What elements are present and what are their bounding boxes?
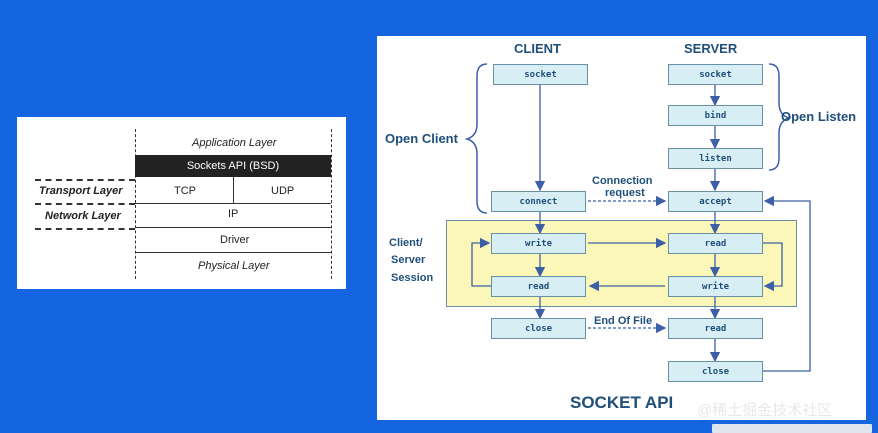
client-write-node: write bbox=[491, 233, 586, 254]
socket-api-title: SOCKET API bbox=[570, 393, 674, 412]
server-socket-node: socket bbox=[668, 64, 763, 85]
ip-label: IP bbox=[228, 208, 239, 220]
network-dash-top bbox=[35, 203, 135, 205]
server-read-node: read bbox=[668, 233, 763, 254]
loop-client bbox=[471, 237, 491, 287]
sockets-api-label: Sockets API (BSD) bbox=[186, 160, 280, 172]
application-layer-label: Application Layer bbox=[192, 137, 277, 149]
transport-network-line bbox=[135, 203, 331, 204]
client-connect-node: connect bbox=[491, 191, 586, 212]
watermark: @稀土掘金技术社区 bbox=[697, 402, 833, 419]
network-driver-line bbox=[135, 227, 331, 228]
open-client-label: Open Client bbox=[385, 131, 458, 146]
server-bind-node: bind bbox=[668, 105, 763, 126]
client-read-node: read bbox=[491, 276, 586, 297]
transport-dash-top bbox=[35, 179, 135, 181]
udp-label: UDP bbox=[271, 185, 295, 197]
server-read2-node: read bbox=[668, 318, 763, 339]
transport-layer-label: Transport Layer bbox=[39, 185, 123, 197]
network-layer-label: Network Layer bbox=[45, 210, 121, 222]
server-listen-node: listen bbox=[668, 148, 763, 169]
session-label-line1: Client/ bbox=[389, 237, 423, 249]
network-dash-bottom bbox=[35, 228, 135, 230]
open-listen-label: Open Listen bbox=[781, 109, 857, 124]
connection-request-line1: Connection bbox=[592, 175, 653, 187]
server-accept-node: accept bbox=[668, 191, 763, 212]
flow-connectors bbox=[464, 63, 811, 372]
client-socket-node: socket bbox=[493, 64, 588, 85]
session-label-line3: Session bbox=[391, 272, 434, 284]
driver-physical-line bbox=[135, 252, 331, 253]
physical-layer-label: Physical Layer bbox=[198, 260, 270, 272]
arrow-close-accept bbox=[763, 195, 811, 372]
end-of-file-label: End Of File bbox=[594, 315, 653, 327]
driver-label: Driver bbox=[220, 234, 250, 246]
open-listen-brace bbox=[768, 63, 792, 171]
session-label-line2: Server bbox=[391, 254, 426, 266]
open-client-brace bbox=[464, 63, 488, 214]
tcp-label: TCP bbox=[174, 185, 196, 197]
client-header: CLIENT bbox=[514, 41, 561, 56]
connection-request-line2: request bbox=[605, 187, 645, 199]
client-close-node: close bbox=[491, 318, 586, 339]
right-dashed-divider bbox=[331, 129, 332, 279]
server-close-node: close bbox=[668, 361, 763, 382]
left-dashed-divider bbox=[135, 129, 136, 279]
network-stack-diagram: Application Layer Sockets API (BSD) Tran… bbox=[17, 117, 346, 289]
socket-api-diagram: CLIENT SERVER Open Client Open Listen Cl… bbox=[377, 36, 866, 420]
footer-caption-strip bbox=[712, 424, 872, 433]
server-header: SERVER bbox=[684, 41, 738, 56]
server-write-node: write bbox=[668, 276, 763, 297]
sockets-api-layer: Sockets API (BSD) bbox=[135, 155, 331, 177]
loop-server bbox=[763, 242, 783, 292]
tcp-udp-divider bbox=[233, 177, 234, 203]
